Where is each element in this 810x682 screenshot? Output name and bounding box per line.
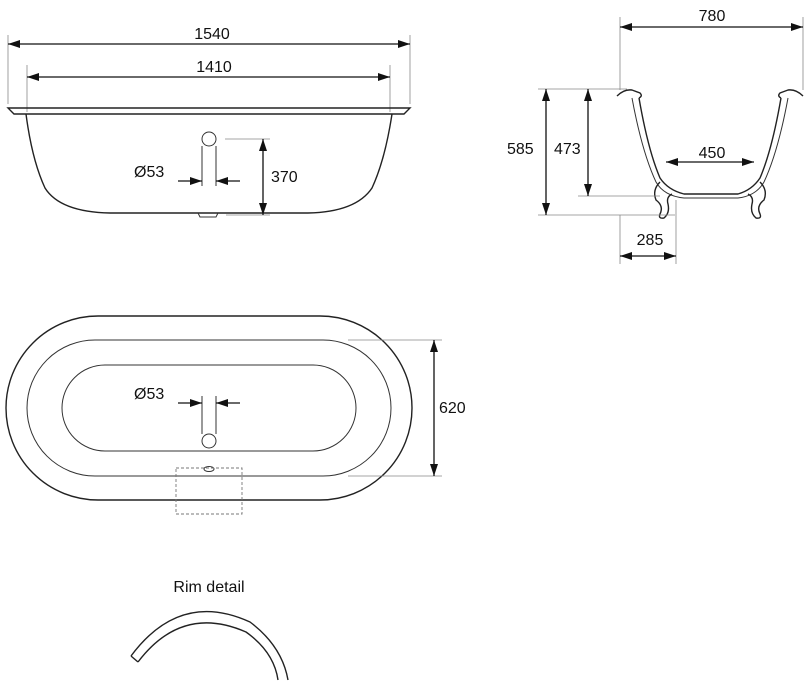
end-body-outline [638, 97, 782, 195]
end-rim-lip-left [616, 89, 642, 99]
side-overflow-circle [201, 131, 217, 147]
plan-outer-rim [5, 315, 413, 501]
inner-length-label: 1410 [196, 59, 232, 76]
side-body-outline [25, 113, 393, 214]
foot-offset-label: 285 [637, 232, 664, 249]
rim-detail-caption: Rim detail [173, 579, 244, 596]
end-foot-left [653, 181, 673, 219]
plan-inner-rim [26, 339, 392, 477]
end-body-inner-outline [631, 97, 789, 199]
side-waste-bump [197, 212, 219, 218]
side-view: 1540 1410 Ø53 370 [6, 26, 412, 218]
end-rim-lip-right [778, 89, 804, 99]
base-width-label: 450 [699, 145, 726, 162]
rim-detail-lip [130, 655, 139, 663]
inner-depth-label: 473 [554, 141, 581, 158]
plan-waste-diameter-label: Ø53 [134, 386, 164, 403]
overall-width-label: 780 [699, 8, 726, 25]
plan-overflow-ellipse [203, 466, 215, 472]
plan-waste-circle [201, 433, 217, 449]
overall-height-label: 585 [507, 141, 534, 158]
plan-view: Ø53 620 [5, 315, 466, 515]
waste-height-label: 370 [271, 169, 298, 186]
plan-basin [61, 364, 357, 452]
rim-detail-inner-curve [137, 622, 279, 681]
plan-inner-width-label: 620 [439, 400, 466, 417]
plan-waste-access-box [175, 467, 243, 515]
rim-detail: Rim detail [130, 579, 289, 681]
end-foot-right [747, 181, 767, 219]
side-rim-outline [6, 107, 412, 115]
side-waste-diameter-label: Ø53 [134, 164, 164, 181]
overall-length-label: 1540 [194, 26, 230, 43]
rim-detail-outer-curve [130, 610, 289, 681]
end-view: 780 585 473 450 285 [507, 8, 804, 264]
